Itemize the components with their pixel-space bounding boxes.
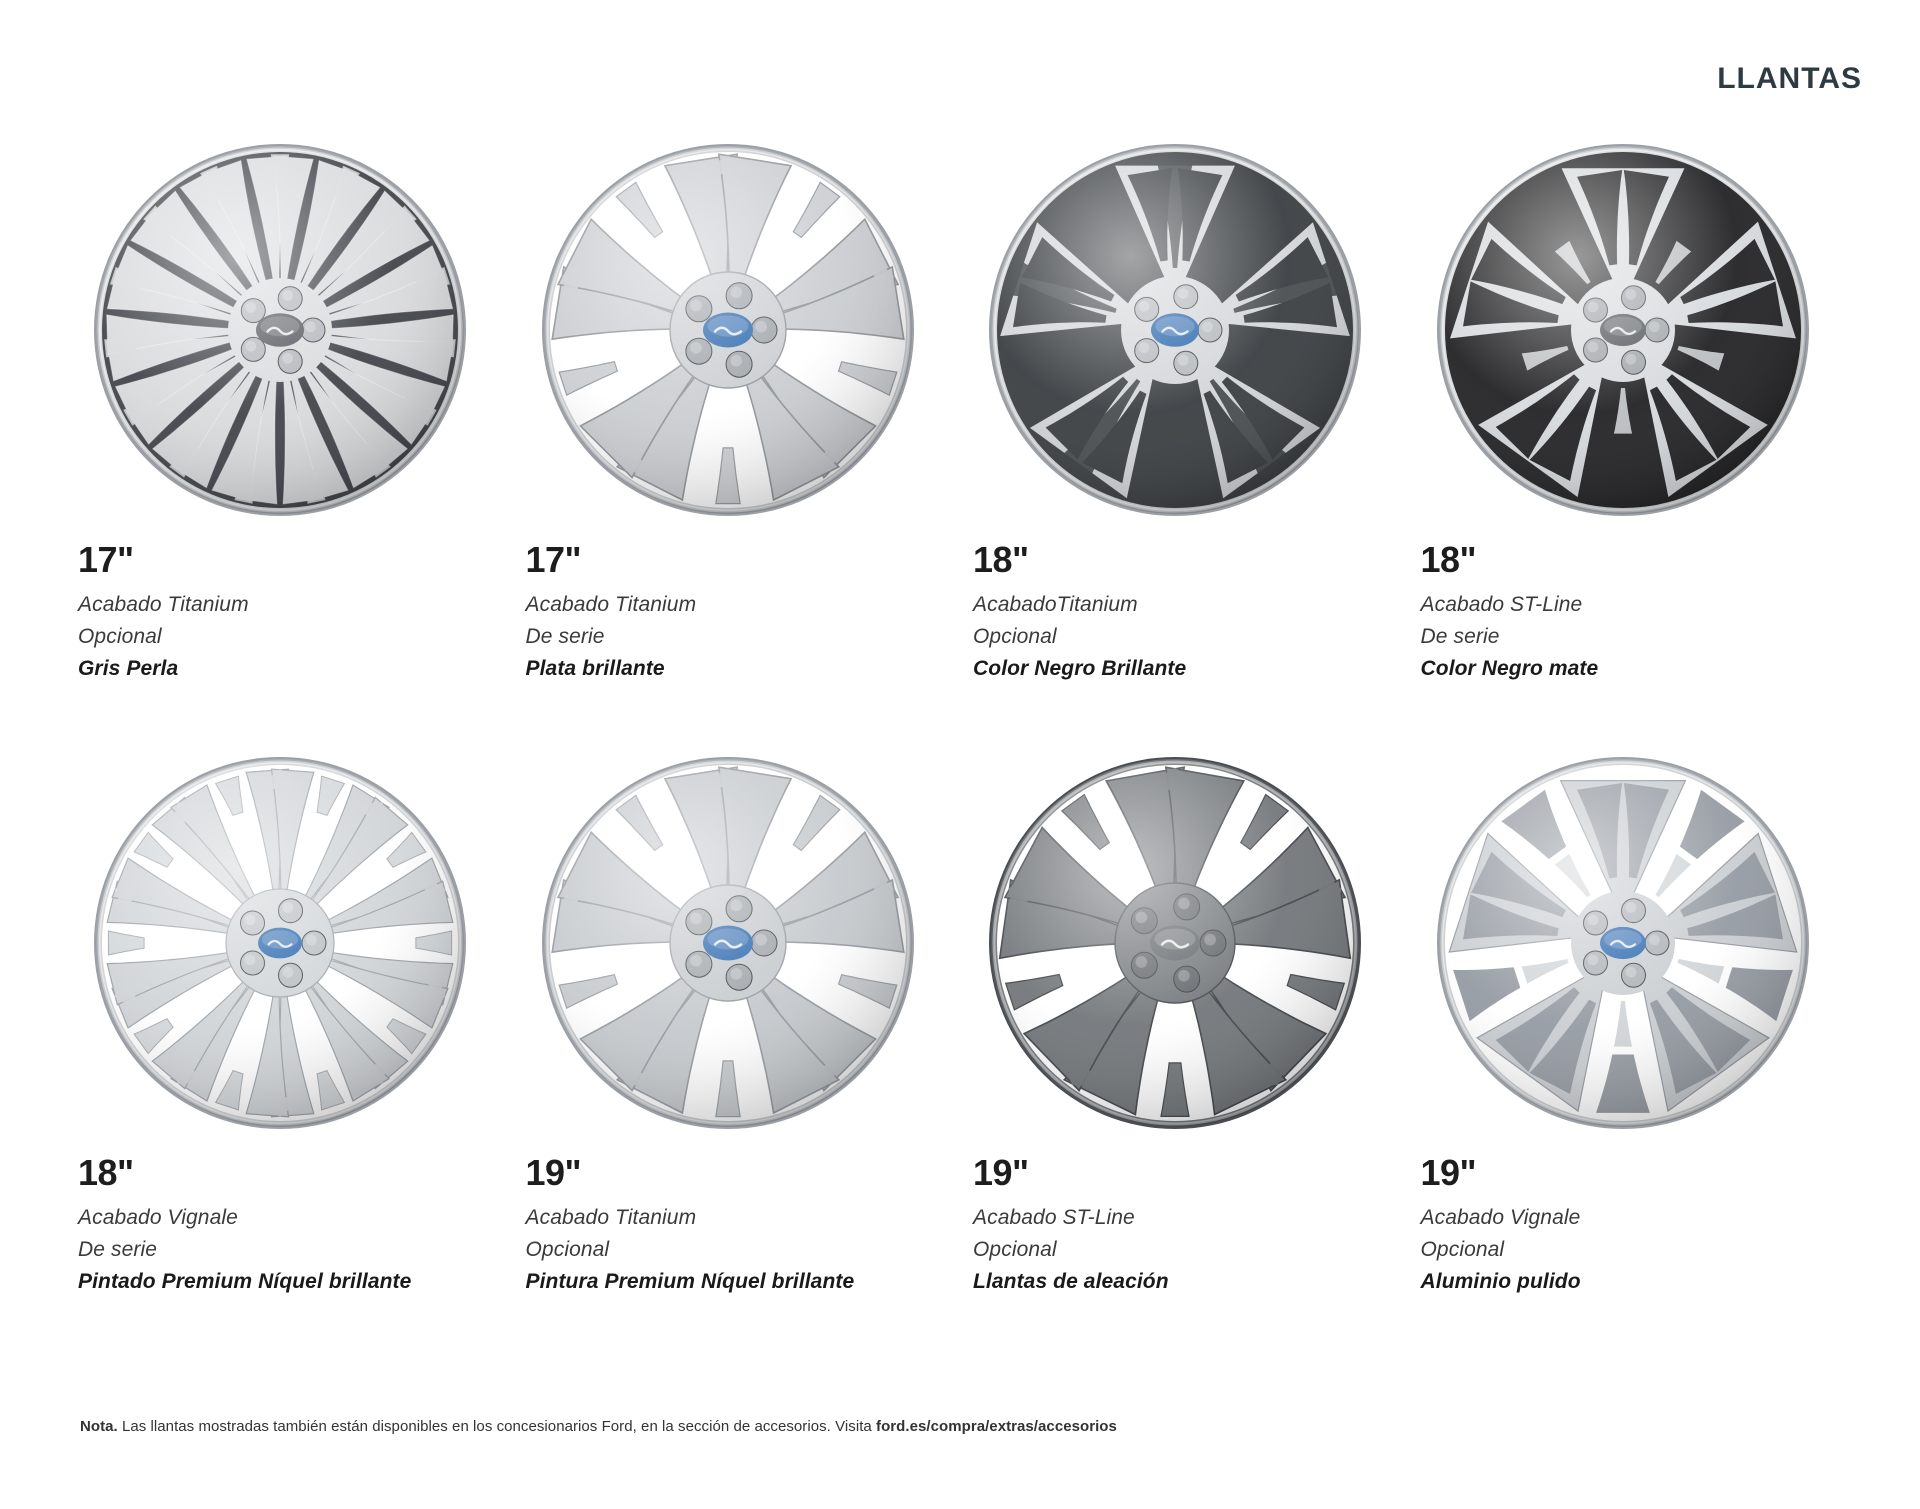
wheel-availability: De serie [1420,625,1500,648]
wheel-availability: Opcional [973,1238,1057,1261]
wheel-caption: 17" Acabado Titanium De serie Plata bril… [525,539,974,680]
wheel-caption: 18" AcabadoTitanium Opcional Color Negro… [973,539,1421,680]
wheel-size: 19" [1420,1152,1477,1193]
wheel-caption: 19" Acabado Vignale Opcional Aluminio pu… [1420,1152,1869,1293]
wheel-card: 18" Acabado Vignale De serie Pintado Pre… [78,753,526,1292]
page-header: LLANTAS [1717,62,1862,96]
wheel-grid: 17" Acabado Titanium Opcional Gris Perla [78,140,1868,1292]
wheel-trim: Acabado Titanium [525,1206,697,1229]
wheel-size: 19" [525,1152,582,1193]
wheel-card: 19" Acabado Titanium Opcional Pintura Pr… [526,753,974,1292]
wheel-finish: Plata brillante [525,657,665,680]
wheel-caption: 17" Acabado Titanium Opcional Gris Perla [78,539,526,680]
wheel-trim: Acabado Titanium [525,593,697,616]
wheel-18-niquel-brillante-icon [90,753,470,1133]
wheel-caption: 18" Acabado Vignale De serie Pintado Pre… [78,1152,526,1293]
wheel-trim: Acabado Titanium [78,593,249,616]
wheel-17-plata-brillante-icon [538,140,918,520]
wheel-trim: Acabado ST-Line [973,1206,1135,1229]
wheel-19-aluminio-pulido-icon [1433,753,1813,1133]
wheel-size: 19" [973,1152,1029,1193]
footnote-text: Las llantas mostradas también están disp… [117,1418,877,1435]
wheel-caption: 19" Acabado ST-Line Opcional Llantas de … [973,1152,1421,1293]
page-title: LLANTAS [1717,62,1862,95]
wheel-finish: Color Negro Brillante [973,657,1187,680]
wheel-18-negro-brillante-icon [985,140,1365,520]
wheel-finish: Llantas de aleación [973,1270,1169,1293]
wheel-availability: Opcional [78,625,162,648]
wheel-card: 19" Acabado Vignale Opcional Aluminio pu… [1421,753,1869,1292]
footnote-url[interactable]: ford.es/compra/extras/accesorios [876,1418,1117,1435]
wheel-size: 17" [525,539,582,580]
wheel-finish: Pintura Premium Níquel brillante [525,1270,855,1293]
wheel-19-niquel-brillante-icon [538,753,918,1133]
wheel-trim: Acabado Vignale [78,1206,238,1229]
wheel-card: 19" Acabado ST-Line Opcional Llantas de … [973,753,1421,1292]
wheel-card: 18" Acabado ST-Line De serie Color Negro… [1421,140,1869,679]
wheel-availability: De serie [525,625,605,648]
wheel-card: 17" Acabado Titanium De serie Plata bril… [526,140,974,679]
footnote: Nota. Las llantas mostradas también está… [80,1418,1117,1435]
wheel-availability: Opcional [973,625,1057,648]
wheel-size: 17" [78,539,134,580]
wheel-availability: Opcional [525,1238,610,1261]
wheel-availability: De serie [78,1238,157,1261]
wheel-card: 17" Acabado Titanium Opcional Gris Perla [78,140,526,679]
wheel-size: 18" [1420,539,1477,580]
wheel-caption: 19" Acabado Titanium Opcional Pintura Pr… [525,1152,974,1293]
wheel-size: 18" [973,539,1029,580]
wheel-17-gris-perla-icon [90,140,470,520]
wheel-trim: Acabado Vignale [1420,1206,1581,1229]
wheel-trim: Acabado ST-Line [1420,593,1583,616]
wheel-finish: Color Negro mate [1420,657,1599,680]
wheel-finish: Pintado Premium Níquel brillante [78,1270,412,1293]
wheel-size: 18" [78,1152,134,1193]
wheel-availability: Opcional [1420,1238,1505,1261]
wheel-18-negro-mate-icon [1433,140,1813,520]
wheel-caption: 18" Acabado ST-Line De serie Color Negro… [1420,539,1869,680]
wheel-card: 18" AcabadoTitanium Opcional Color Negro… [973,140,1421,679]
footnote-label: Nota. [80,1418,118,1435]
wheel-19-aleacion-icon [985,753,1365,1133]
wheel-finish: Aluminio pulido [1420,1270,1581,1293]
wheel-finish: Gris Perla [78,657,179,680]
wheel-trim: AcabadoTitanium [973,593,1138,616]
